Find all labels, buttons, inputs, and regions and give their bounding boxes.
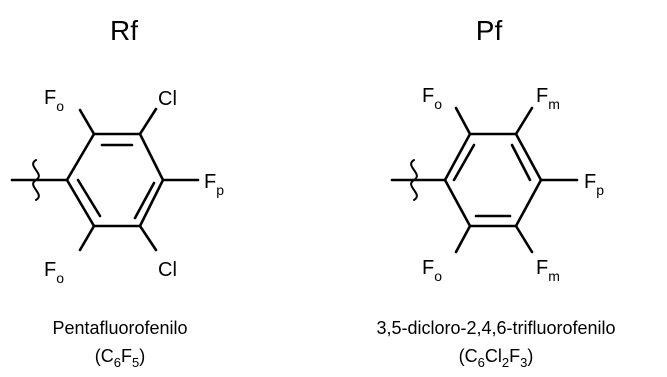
formula-subscript: 6: [478, 355, 485, 370]
molecule-pf: Pf Fo Fm Fp Fm Fo: [376, 15, 615, 370]
atom-label: Fp: [584, 171, 604, 198]
formula-text: (C: [95, 346, 114, 366]
atom-label: Fp: [204, 171, 224, 198]
molecule-pf-substituent-bonds: [390, 106, 579, 254]
formula-subscript: 2: [502, 355, 509, 370]
atom-label: Fo: [422, 257, 442, 284]
formula-subscript: 3: [520, 355, 527, 370]
attachment-wavy-line: [410, 159, 418, 201]
atom-label: Fm: [536, 257, 560, 284]
formula-text: ): [527, 346, 533, 366]
formula-text: F: [121, 346, 132, 366]
molecule-pf-title: Pf: [476, 15, 503, 46]
molecule-pf-ring: [443, 132, 543, 228]
atom-label: Fo: [44, 259, 64, 286]
formula-text: ): [139, 346, 145, 366]
attachment-wavy-line: [32, 159, 40, 201]
molecule-rf-title: Rf: [110, 15, 138, 46]
formula-text: (C: [459, 346, 478, 366]
molecule-rf-ring: [65, 132, 165, 228]
molecule-rf-name: Pentafluorofenilo: [52, 318, 187, 338]
molecule-pf-formula: (C6Cl2F3): [459, 346, 534, 370]
atom-label: Fm: [536, 85, 560, 112]
formula-text: F: [509, 346, 520, 366]
molecule-pf-name: 3,5-dicloro-2,4,6-trifluorofenilo: [376, 318, 615, 338]
atom-label: Fo: [422, 85, 442, 112]
molecule-rf-substituent-bonds: [10, 107, 200, 252]
formula-subscript: 6: [114, 355, 121, 370]
atom-label: Fo: [44, 87, 64, 114]
molecule-rf: Rf Fo Cl Fp Cl Fo: [10, 15, 224, 370]
molecule-rf-formula: (C6F5): [95, 346, 145, 370]
atom-label: Cl: [158, 259, 177, 281]
formula-subscript: 5: [132, 355, 139, 370]
formula-text: Cl: [485, 346, 502, 366]
atom-label: Cl: [158, 88, 177, 110]
